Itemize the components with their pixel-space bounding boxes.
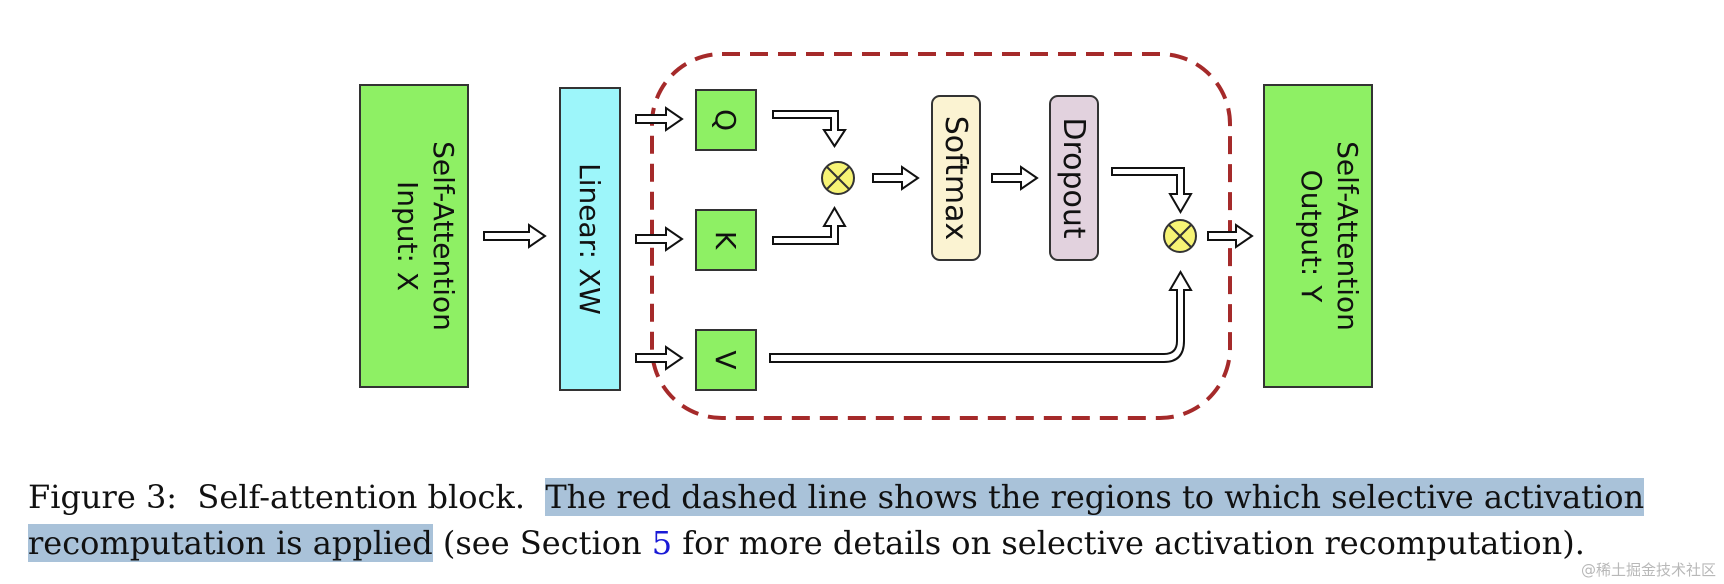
section-reference-link[interactable]: 5 — [651, 524, 673, 562]
arrow-q-to-multiply — [772, 110, 847, 148]
v-box-label: V — [709, 350, 742, 369]
arrow-v-to-multiply — [769, 270, 1193, 363]
q-box: Q — [695, 89, 757, 151]
arrow-linear-to-k — [635, 226, 684, 252]
hollow-arrow-shape — [872, 165, 920, 191]
watermark: @稀土掘金技术社区 — [1580, 561, 1716, 579]
q-box-label: Q — [709, 109, 742, 131]
arrow-multiply-to-output — [1207, 223, 1254, 249]
arrow-input-to-linear — [483, 223, 547, 249]
caption-suffix: for more details on selective activation… — [672, 524, 1585, 562]
hollow-arrow-shape — [1207, 223, 1254, 249]
hollow-arrow-shape — [635, 106, 684, 132]
output-box: Self-Attention Output: Y — [1263, 84, 1373, 388]
caption-middle: (see Section — [432, 524, 652, 562]
arrow-dropout-to-multiply — [1111, 167, 1193, 214]
arrow-linear-to-v — [635, 345, 684, 371]
k-box: K — [695, 209, 757, 271]
softmax-box-label: Softmax — [938, 116, 973, 241]
output-box-label-line1: Self-Attention — [1331, 141, 1364, 331]
output-box-label-line2: Output: Y — [1295, 170, 1328, 304]
arrow-linear-to-q — [635, 106, 684, 132]
arrow-multiply-to-softmax — [872, 165, 920, 191]
caption-prefix: Figure 3: Self-attention block. — [28, 478, 546, 516]
linear-box: Linear: XW — [559, 87, 621, 391]
dropout-box: Dropout — [1049, 95, 1099, 261]
figure-caption: Figure 3: Self-attention block. The red … — [28, 474, 1708, 566]
hollow-arrow-shape — [635, 345, 684, 371]
linear-box-label: Linear: XW — [573, 163, 606, 315]
hollow-arrow-shape — [991, 165, 1039, 191]
k-box-label: K — [709, 231, 742, 250]
input-box-label-line2: Input: X — [391, 181, 424, 291]
arrow-softmax-to-dropout — [991, 165, 1039, 191]
input-box-label-line1: Self-Attention — [427, 141, 460, 331]
multiply-node-qk — [821, 161, 855, 195]
hollow-arrow-shape — [483, 223, 547, 249]
caption-highlight-line1: The red dashed line shows the regions to… — [545, 478, 1645, 516]
caption-highlight-line2: recomputation is applied — [28, 524, 433, 562]
hollow-arrow-shape — [635, 226, 684, 252]
softmax-box: Softmax — [931, 95, 981, 261]
multiply-node-output — [1163, 219, 1197, 253]
dropout-box-label: Dropout — [1056, 117, 1091, 239]
input-box: Self-Attention Input: X — [359, 84, 469, 388]
arrow-k-to-multiply — [772, 206, 847, 245]
v-box: V — [695, 329, 757, 391]
